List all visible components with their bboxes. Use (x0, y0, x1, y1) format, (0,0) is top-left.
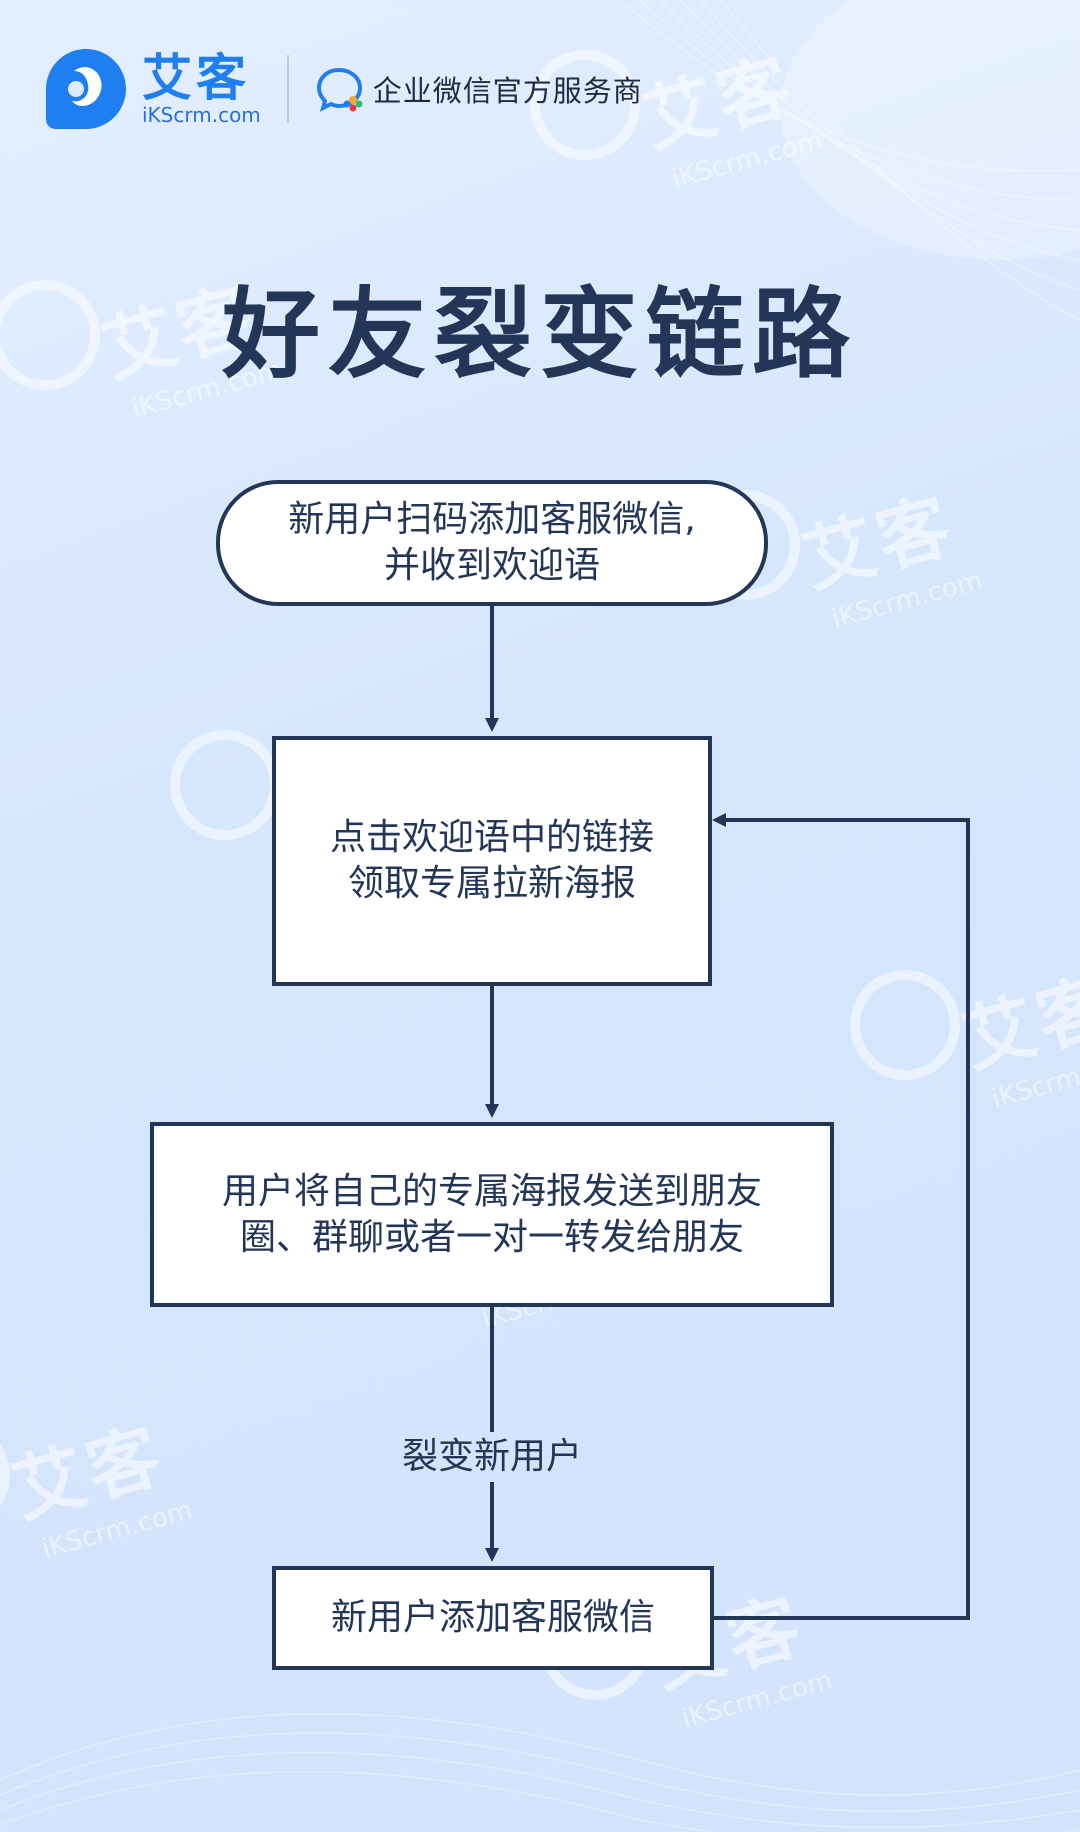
brand-name: 艾客 (142, 49, 250, 107)
brand-url: iKScrm.com (142, 103, 261, 127)
node-share-poster-line-1: 用户将自己的专属海报发送到朋友 (221, 1170, 762, 1212)
brand-logo-icon (46, 49, 126, 129)
node-start-line-2: 并收到欢迎语 (383, 545, 600, 586)
node-new-user-add-line-1: 新用户添加客服微信 (330, 1597, 655, 1638)
edge-label-fission: 裂变新用户 (401, 1436, 582, 1477)
header-divider (286, 55, 289, 123)
node-new-user-add: 新用户添加客服微信 (272, 1566, 714, 1670)
official-partner-badge: 企业微信官方服务商 (372, 74, 643, 108)
node-click-link-line-1: 点击欢迎语中的链接 (329, 817, 654, 858)
node-click-link-line-2: 领取专属拉新海报 (347, 863, 636, 904)
wecom-icon (316, 67, 363, 112)
node-share-poster-line-2: 圈、群聊或者一对一转发给朋友 (239, 1216, 744, 1258)
page-title: 好友裂变链路 (221, 278, 858, 392)
brand-header: 艾客 iKScrm.com 企业微信官方服务商 (42, 44, 643, 134)
node-click-link: 点击欢迎语中的链接 领取专属拉新海报 (272, 736, 712, 986)
node-share-poster: 用户将自己的专属海报发送到朋友 圈、群聊或者一对一转发给朋友 (150, 1122, 834, 1307)
node-start: 新用户扫码添加客服微信, 并收到欢迎语 (216, 480, 768, 606)
edge-loop-back (712, 813, 970, 1620)
node-start-line-1: 新用户扫码添加客服微信, (288, 499, 696, 540)
